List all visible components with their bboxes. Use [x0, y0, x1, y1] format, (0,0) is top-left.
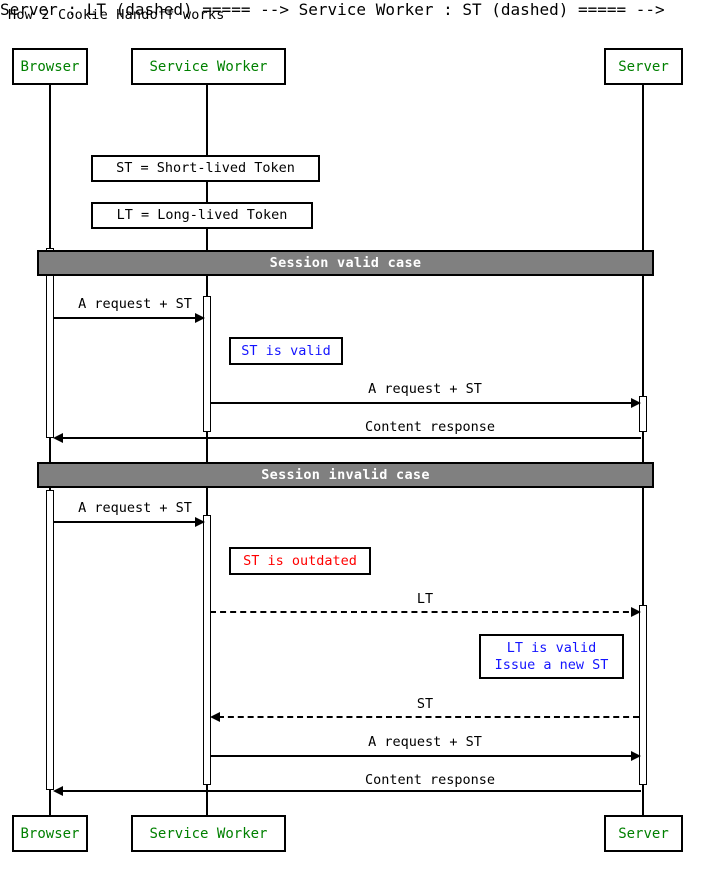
message-arrowhead-m4: [195, 517, 205, 527]
note-line: Issue a new ST: [494, 656, 609, 673]
section-divider-session-invalid: Session invalid case: [37, 462, 654, 488]
note-line: LT is valid: [506, 639, 597, 656]
message-line-m8: [61, 790, 641, 792]
participant-label: Service Worker: [149, 825, 268, 842]
lifeline-server: [642, 85, 644, 815]
diagram-title: How 2 Cookie Handoff works: [8, 7, 225, 23]
message-arrowhead-m3: [53, 433, 63, 443]
note-lt-is-valid: LT is valid Issue a new ST: [479, 634, 624, 679]
message-line-m6: [218, 716, 639, 718]
message-label-m8: Content response: [364, 772, 496, 788]
message-line-m4: [53, 521, 203, 523]
message-label-m4: A request + ST: [78, 500, 192, 516]
note-long-lived-token: LT = Long-lived Token: [91, 202, 313, 229]
message-arrowhead-m8: [53, 786, 63, 796]
note-line: ST is outdated: [243, 552, 357, 569]
note-line: LT = Long-lived Token: [116, 207, 288, 223]
participant-label: Server: [618, 58, 669, 75]
note-short-lived-token: ST = Short-lived Token: [91, 155, 320, 182]
message-label-m1: A request + ST: [78, 296, 192, 312]
message-arrowhead-m2: [631, 398, 641, 408]
section-divider-session-valid: Session valid case: [37, 250, 654, 276]
message-arrowhead-m5: [631, 607, 641, 617]
participant-browser-bottom[interactable]: Browser: [12, 815, 88, 852]
lifeline-browser: [49, 85, 51, 815]
participant-service-worker-bottom[interactable]: Service Worker: [131, 815, 286, 852]
participant-label: Service Worker: [149, 58, 268, 75]
participant-service-worker-top[interactable]: Service Worker: [131, 48, 286, 85]
note-line: ST = Short-lived Token: [116, 160, 295, 176]
participant-server-top[interactable]: Server: [604, 48, 683, 85]
message-label-m2: A request + ST: [368, 381, 482, 397]
note-st-is-valid: ST is valid: [229, 337, 343, 365]
participant-label: Browser: [20, 825, 80, 842]
message-line-m7: [210, 755, 639, 757]
participant-label: Server: [618, 825, 669, 842]
message-line-m1: [53, 317, 203, 319]
message-label-m3: Content response: [364, 419, 496, 435]
message-line-m3: [61, 437, 641, 439]
participant-label: Browser: [20, 58, 80, 75]
note-st-is-outdated: ST is outdated: [229, 547, 371, 575]
activation-sw-1: [203, 296, 211, 432]
activation-sw-2: [203, 515, 211, 785]
section-label: Session valid case: [269, 255, 422, 271]
message-label-m7: A request + ST: [368, 734, 482, 750]
participant-server-bottom[interactable]: Server: [604, 815, 683, 852]
message-arrowhead-m7: [631, 751, 641, 761]
activation-browser-1: [46, 248, 54, 438]
activation-server-2: [639, 605, 647, 785]
message-line-m2: [210, 402, 639, 404]
message-arrowhead-m6: [210, 712, 220, 722]
activation-server-1: [639, 396, 647, 432]
note-line: ST is valid: [241, 342, 331, 359]
message-arrowhead-m1: [195, 313, 205, 323]
message-label-m6: ST: [416, 696, 434, 712]
section-label: Session invalid case: [261, 467, 430, 483]
activation-browser-2: [46, 490, 54, 790]
message-label-m5: LT: [416, 591, 434, 607]
lifeline-service-worker: [206, 85, 208, 815]
message-line-m5: [210, 611, 639, 613]
participant-browser-top[interactable]: Browser: [12, 48, 88, 85]
